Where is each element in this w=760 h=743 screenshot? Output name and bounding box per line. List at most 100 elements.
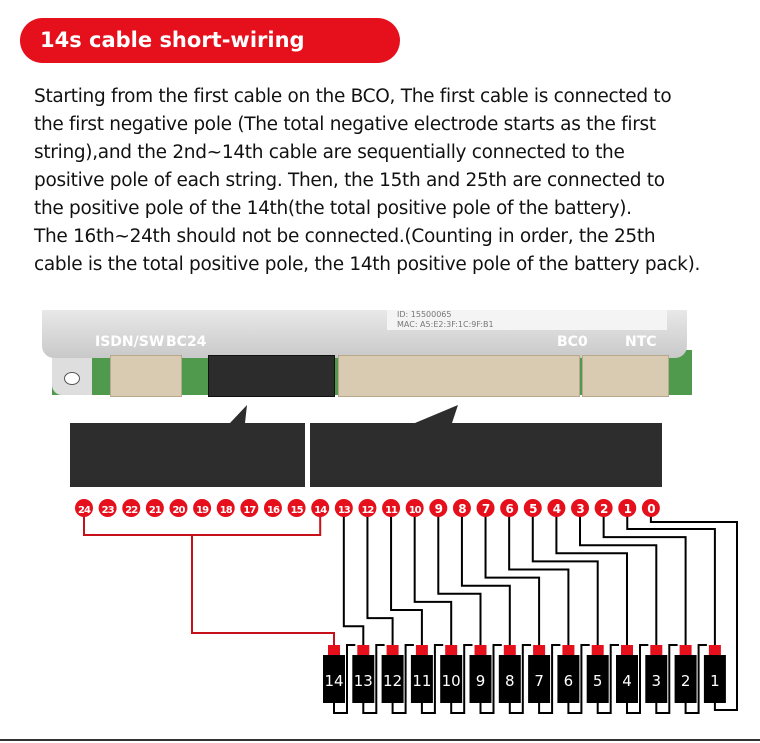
pin-marker bbox=[216, 499, 235, 517]
cell-label: 3 bbox=[652, 672, 662, 690]
cell-label: 10 bbox=[442, 672, 461, 690]
pin-marker bbox=[334, 499, 353, 517]
description-line: the first negative pole (The total negat… bbox=[34, 114, 656, 135]
series-link bbox=[450, 644, 473, 714]
pin-marker bbox=[240, 499, 259, 517]
cell-positive-terminal bbox=[328, 645, 340, 655]
series-link bbox=[684, 644, 707, 714]
cell-positive-terminal bbox=[562, 645, 575, 655]
cell-positive-terminal bbox=[415, 645, 428, 655]
bc24-connector bbox=[208, 355, 335, 397]
cell-positive-terminal bbox=[650, 645, 663, 655]
series-link bbox=[596, 644, 619, 714]
pin-label: 18 bbox=[220, 505, 233, 516]
pin-marker bbox=[429, 499, 448, 517]
series-link bbox=[655, 644, 678, 714]
pin-marker bbox=[452, 499, 471, 517]
pin-label: 2 bbox=[600, 502, 608, 516]
cell-label: 11 bbox=[412, 672, 431, 690]
description-line: Starting from the first cable on the BCO… bbox=[34, 86, 672, 107]
description-line: the positive pole of the 14th(the total … bbox=[34, 198, 632, 219]
wire-pin-10 bbox=[413, 515, 453, 646]
ntc-label: NTC bbox=[625, 334, 657, 350]
pin-label: 8 bbox=[458, 502, 466, 516]
pin-marker bbox=[75, 499, 93, 517]
pin-marker bbox=[193, 499, 212, 517]
mounting-hole bbox=[64, 372, 80, 385]
callout-pointer-right bbox=[415, 405, 458, 423]
pin-marker bbox=[287, 499, 306, 517]
description-line: cable is the total positive pole, the 14… bbox=[34, 254, 701, 275]
battery-cell bbox=[352, 655, 375, 703]
pin-label: 0 bbox=[647, 502, 655, 516]
battery-cell bbox=[645, 655, 668, 703]
wire-pin-6 bbox=[508, 515, 570, 646]
battery-cell bbox=[616, 655, 638, 703]
cell-label: 6 bbox=[564, 672, 574, 690]
cell-label: 9 bbox=[476, 672, 486, 690]
pin-label: 5 bbox=[529, 502, 537, 516]
callout-pointer-left bbox=[230, 405, 247, 423]
bms-board-image: ID: 15500065 MAC: A5:E2:3F:1C:9F:B1 ISDN… bbox=[42, 310, 692, 397]
pin-label: 24 bbox=[78, 505, 91, 516]
cell-positive-terminal bbox=[591, 645, 604, 655]
battery-cell bbox=[674, 655, 697, 703]
pin-marker bbox=[382, 499, 401, 517]
wire-pin-13 bbox=[342, 515, 365, 646]
cell-label: 12 bbox=[383, 672, 402, 690]
board-label: ID: 15500065 MAC: A5:E2:3F:1C:9F:B1 bbox=[387, 310, 667, 330]
pin-marker bbox=[311, 499, 330, 517]
series-link bbox=[508, 644, 532, 714]
pin-label: 6 bbox=[505, 502, 513, 516]
series-link bbox=[420, 644, 444, 714]
pin-marker bbox=[358, 499, 377, 517]
description-line: positive pole of each string. Then, the … bbox=[34, 170, 665, 191]
wire-pin-3 bbox=[579, 515, 658, 646]
battery-cell bbox=[323, 655, 345, 703]
pin-label: 11 bbox=[385, 505, 398, 516]
wire-pin-4 bbox=[555, 515, 628, 646]
battery-cell bbox=[469, 655, 492, 703]
pin-marker bbox=[145, 499, 164, 517]
bc0-connector bbox=[338, 355, 580, 397]
section-title: 14s cable short-wiring method bbox=[20, 18, 400, 97]
pin-marker bbox=[169, 499, 188, 517]
wire-pin-5 bbox=[531, 515, 599, 646]
wire-pin-12 bbox=[366, 515, 394, 646]
pin-marker bbox=[547, 499, 566, 517]
pin-marker bbox=[523, 499, 542, 517]
pin-marker bbox=[98, 499, 117, 517]
series-link bbox=[362, 644, 385, 714]
pin-label: 3 bbox=[576, 502, 584, 516]
cell-positive-terminal bbox=[708, 645, 721, 655]
cell-positive-terminal bbox=[533, 645, 546, 655]
bc24-label: BC24 bbox=[166, 334, 207, 350]
pin-marker bbox=[500, 499, 519, 517]
series-link bbox=[567, 644, 590, 714]
pin-label: 23 bbox=[102, 505, 115, 516]
pin-label: 1 bbox=[624, 502, 632, 516]
pin-marker bbox=[122, 499, 141, 517]
pin-label: 14 bbox=[314, 505, 327, 516]
pin-label: 7 bbox=[482, 502, 490, 516]
pin-label: 12 bbox=[361, 505, 374, 516]
series-link bbox=[479, 644, 502, 714]
pin-marker bbox=[594, 499, 613, 517]
isdn-sw-label: ISDN/SW bbox=[95, 334, 165, 350]
pin-label: 17 bbox=[243, 505, 256, 516]
ntc-connector bbox=[582, 355, 669, 397]
cell-label: 1 bbox=[710, 672, 720, 690]
wire-total-positive bbox=[83, 515, 335, 646]
series-link bbox=[626, 644, 649, 714]
cell-label: 2 bbox=[681, 672, 691, 690]
pin-label: 13 bbox=[338, 505, 351, 516]
pin-label: 15 bbox=[291, 505, 304, 516]
battery-cell bbox=[557, 655, 580, 703]
cell-positive-terminal bbox=[386, 645, 399, 655]
isdn-connector bbox=[110, 355, 182, 397]
pin-marker bbox=[618, 499, 637, 517]
battery-cell bbox=[528, 655, 551, 703]
battery-cell bbox=[381, 655, 404, 703]
series-link bbox=[391, 644, 414, 714]
pin-label: 10 bbox=[409, 505, 422, 516]
